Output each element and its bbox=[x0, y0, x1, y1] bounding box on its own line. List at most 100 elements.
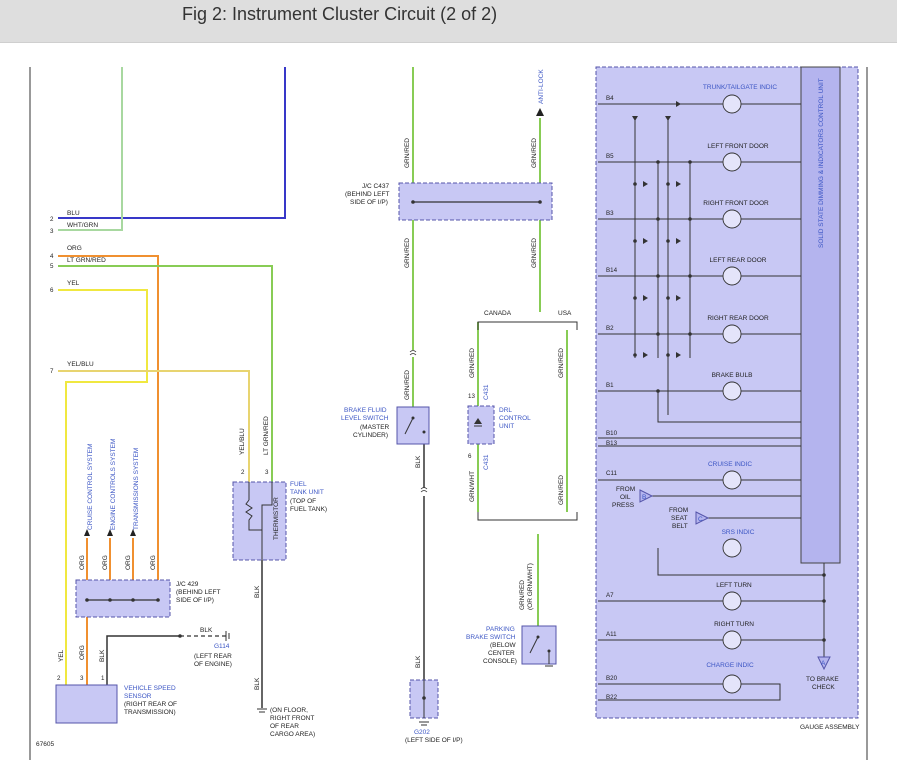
lamp-label: RIGHT TURN bbox=[714, 621, 754, 628]
wire-label-org: ORG bbox=[125, 555, 132, 570]
pin-number: 6 bbox=[468, 453, 472, 460]
left-pin-wire-color: YEL/BLU bbox=[67, 361, 94, 368]
region-canada: CANADA bbox=[484, 310, 512, 317]
fuel-tank-name: FUEL bbox=[290, 481, 307, 488]
wire-label-yel: YEL bbox=[58, 649, 65, 662]
gauge-pin: B2 bbox=[606, 325, 614, 332]
left-pin-wire-color: BLU bbox=[67, 210, 80, 217]
figure-title: Fig 2: Instrument Cluster Circuit (2 of … bbox=[182, 4, 498, 24]
fuel-tank-desc: (TOP OF bbox=[290, 498, 316, 505]
left-pin-number: 5 bbox=[50, 263, 54, 270]
jc429-desc: SIDE OF I/P) bbox=[176, 597, 214, 604]
wire-label-blk: BLK bbox=[254, 585, 261, 598]
lamp-label: LEFT REAR DOOR bbox=[710, 257, 767, 264]
jc437-desc: (BEHIND LEFT bbox=[345, 191, 389, 198]
lamp-label: CRUISE INDIC bbox=[708, 461, 752, 468]
control-unit-label: SOLID STATE DIMMING & INDICATORS CONTROL… bbox=[818, 78, 825, 248]
floor-ground-desc: (ON FLOOR, bbox=[270, 707, 308, 714]
figure-number: 67605 bbox=[36, 741, 54, 748]
gauge-pin: B4 bbox=[606, 95, 614, 102]
drl-name: UNIT bbox=[499, 423, 514, 430]
pin-number: 1 bbox=[101, 675, 105, 682]
gauge-references: FROM OIL PRESS B FROM SEAT BELT C A TO B… bbox=[612, 486, 839, 691]
gauge-pin: B20 bbox=[606, 675, 618, 682]
parking-brake-desc: CONSOLE) bbox=[483, 658, 517, 665]
wire-label-blk: BLK bbox=[415, 455, 422, 468]
wire-label-grnred: GRN/RED bbox=[531, 138, 538, 168]
wire-label-yelblu: YEL/BLU bbox=[239, 428, 246, 455]
diode-symbols bbox=[632, 101, 681, 358]
seat-belt-marker: C bbox=[698, 516, 703, 523]
jc437-desc: SIDE OF I/P) bbox=[350, 199, 388, 206]
left-pin-wire-color: ORG bbox=[67, 245, 82, 252]
left-wires bbox=[58, 67, 286, 708]
lamp-symbols bbox=[722, 94, 742, 694]
gauge-pin-labels: B4 B5 B3 B14 B2 B1 B10 B13 C11 A7 A11 B2… bbox=[606, 95, 618, 701]
lamp-label: TRUNK/TAILGATE INDIC bbox=[703, 84, 777, 91]
pin-number: 3 bbox=[265, 469, 269, 476]
oil-press-label: PRESS bbox=[612, 502, 635, 509]
pin-number: 3 bbox=[80, 675, 84, 682]
brake-fluid-desc: CYLINDER) bbox=[353, 432, 388, 439]
wire-label-grnred: GRN/RED bbox=[404, 238, 411, 268]
seat-belt-label: FROM bbox=[669, 507, 688, 514]
wire-label-ltgrnred: LT GRN/RED bbox=[263, 416, 270, 455]
vss-desc: (RIGHT REAR OF bbox=[124, 701, 177, 708]
wire-label-grnwht: (OR GRN/WHT) bbox=[527, 563, 534, 610]
brake-fluid-desc: (MASTER bbox=[360, 424, 390, 431]
left-pin-wire-color: YEL bbox=[67, 280, 80, 287]
gauge-pin: B22 bbox=[606, 694, 618, 701]
floor-ground-desc: CARGO AREA) bbox=[270, 731, 315, 738]
oil-press-label: OIL bbox=[620, 494, 631, 501]
middle-breaks bbox=[409, 350, 428, 493]
antilock-ref: ANTI-LOCK bbox=[536, 69, 545, 116]
parking-brake-switch: GRN/RED (OR GRN/WHT) PARKING BRAKE SWITC… bbox=[466, 563, 557, 667]
drl-name: DRL bbox=[499, 407, 512, 414]
oil-press-marker: B bbox=[642, 494, 646, 501]
brake-fluid-name: LEVEL SWITCH bbox=[341, 415, 389, 422]
ground-floor: (ON FLOOR, RIGHT FRONT OF REAR CARGO ARE… bbox=[257, 707, 315, 738]
wire-label-blk: BLK bbox=[415, 655, 422, 668]
system-label-engine: ENGINE CONTROLS SYSTEM bbox=[110, 439, 117, 530]
junction-dots bbox=[633, 160, 826, 642]
wire-label-grnred: GRN/RED bbox=[519, 580, 526, 610]
gauge-assembly-label: GAUGE ASSEMBLY bbox=[800, 724, 860, 731]
left-pin-number: 3 bbox=[50, 228, 54, 235]
wire-label-grnred: GRN/RED bbox=[558, 348, 565, 378]
jc429-label: J/C 429 bbox=[176, 581, 199, 588]
lamp-label: RIGHT FRONT DOOR bbox=[703, 200, 769, 207]
parking-brake-desc: CENTER bbox=[488, 650, 515, 657]
wire-label-blk: BLK bbox=[254, 677, 261, 690]
ground-g114: BLK G114 (LEFT REAR OF ENGINE) bbox=[178, 627, 232, 668]
thermistor-label: THERMISTOR bbox=[273, 497, 280, 540]
jc437-label: J/C C437 bbox=[362, 183, 389, 190]
wire-label-grnred: GRN/RED bbox=[531, 238, 538, 268]
vss-desc: TRANSMISSION) bbox=[124, 709, 176, 716]
vss-name: VEHICLE SPEED bbox=[124, 685, 176, 692]
fuel-tank-unit: YEL/BLU LT GRN/RED 2 3 THERMISTOR FUEL T… bbox=[232, 416, 327, 690]
gauge-pin: B13 bbox=[606, 440, 618, 447]
wire-label-grnred: GRN/RED bbox=[469, 348, 476, 378]
gauge-pin: A11 bbox=[606, 631, 617, 638]
g202-label: G202 bbox=[414, 729, 430, 736]
wire-label-org: ORG bbox=[79, 555, 86, 570]
brake-fluid-name: BRAKE FLUID bbox=[344, 407, 387, 414]
region-usa: USA bbox=[558, 310, 572, 317]
drl-connector: C431 bbox=[483, 454, 490, 470]
g114-desc: OF ENGINE) bbox=[194, 661, 232, 668]
g114-desc: (LEFT REAR bbox=[194, 653, 232, 660]
seat-belt-label: SEAT bbox=[671, 515, 688, 522]
lamp-label: BRAKE BULB bbox=[712, 372, 753, 379]
gauge-pin: B3 bbox=[606, 210, 614, 217]
brake-check-label: TO BRAKE bbox=[806, 676, 839, 683]
middle-wires bbox=[412, 67, 568, 680]
parking-brake-name: BRAKE SWITCH bbox=[466, 634, 516, 641]
floor-ground-desc: RIGHT FRONT bbox=[270, 715, 314, 722]
parking-brake-name: PARKING bbox=[486, 626, 515, 633]
left-pin-number: 6 bbox=[50, 287, 54, 294]
brake-check-label: CHECK bbox=[812, 684, 835, 691]
lamp-label: RIGHT REAR DOOR bbox=[707, 315, 769, 322]
vehicle-speed-sensor: YEL BLK 2 1 VEHICLE SPEED SENSOR (RIGHT … bbox=[55, 649, 177, 724]
wire-label-org: ORG bbox=[79, 645, 86, 660]
wire-label-blk: BLK bbox=[200, 627, 213, 634]
